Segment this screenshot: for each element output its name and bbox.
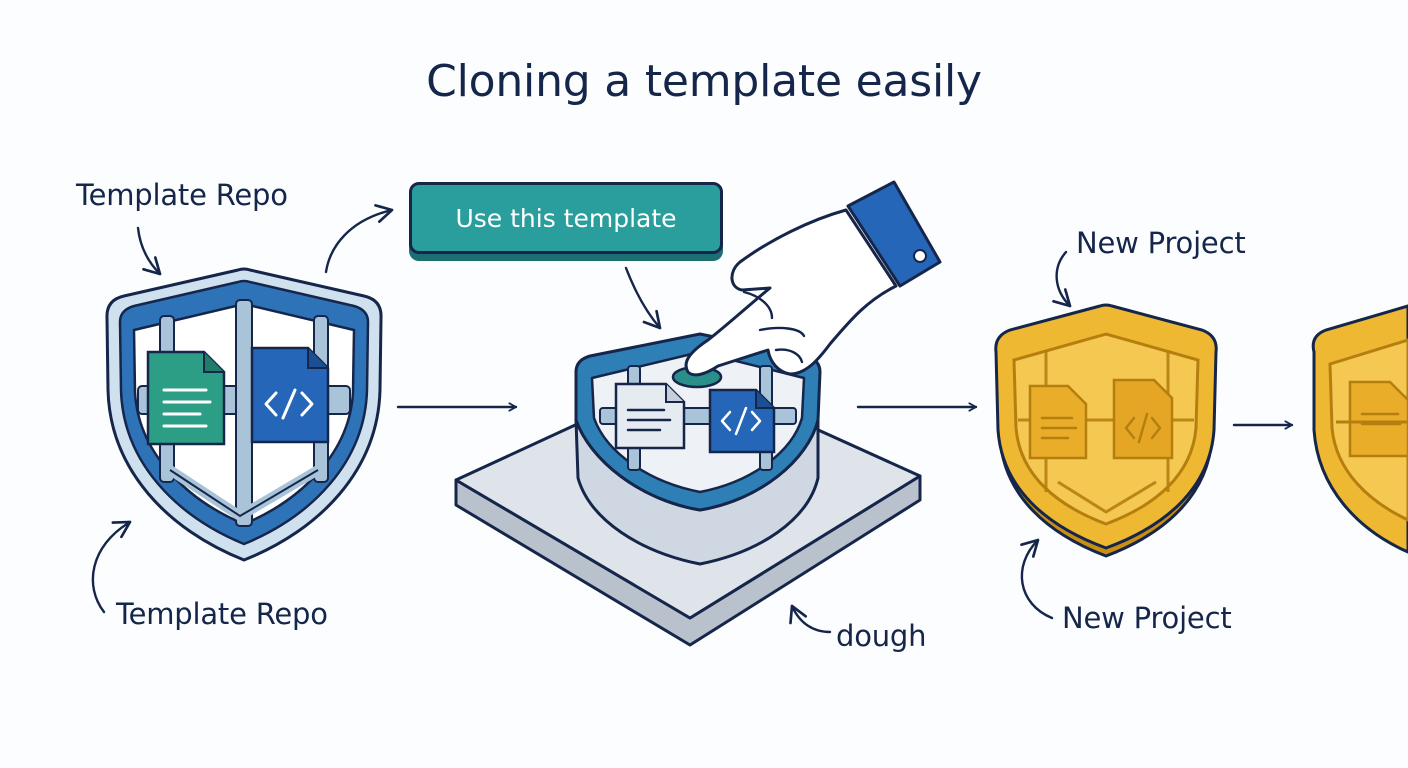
template-mold: [574, 332, 822, 566]
callout-arrow-new-bottom: [1020, 538, 1054, 620]
new-project-label-bottom: New Project: [1062, 601, 1232, 635]
use-this-template-button[interactable]: Use this template: [409, 182, 723, 254]
document-icon: [1028, 384, 1088, 460]
callout-arrow-repo-bottom: [91, 520, 132, 614]
callout-arrow-repo-top: [136, 226, 162, 276]
diagram-title: Cloning a template easily: [426, 56, 982, 107]
callout-arrow-button-to-mold: [624, 266, 662, 330]
document-icon: [146, 350, 226, 446]
template-repo-label-top: Template Repo: [76, 178, 288, 212]
flow-arrows: [396, 407, 1294, 425]
callout-arrow-dough: [789, 604, 832, 634]
new-project-label-top: New Project: [1076, 226, 1246, 260]
code-file-icon: [708, 388, 776, 454]
callout-arrow-new-top: [1052, 250, 1072, 308]
new-project-shield: [994, 303, 1218, 558]
callout-arrows: [91, 204, 1072, 634]
document-icon: [614, 382, 686, 450]
template-repo-shield: [105, 267, 383, 562]
callout-arrow-repo-to-button: [324, 204, 394, 274]
template-repo-label-bottom: Template Repo: [116, 597, 328, 631]
code-file-icon: [250, 346, 330, 444]
new-project-shield-copy: [1311, 304, 1408, 554]
code-file-icon: [1112, 378, 1174, 460]
dough-label: dough: [836, 619, 927, 653]
pressing-hand-icon: [684, 180, 942, 377]
